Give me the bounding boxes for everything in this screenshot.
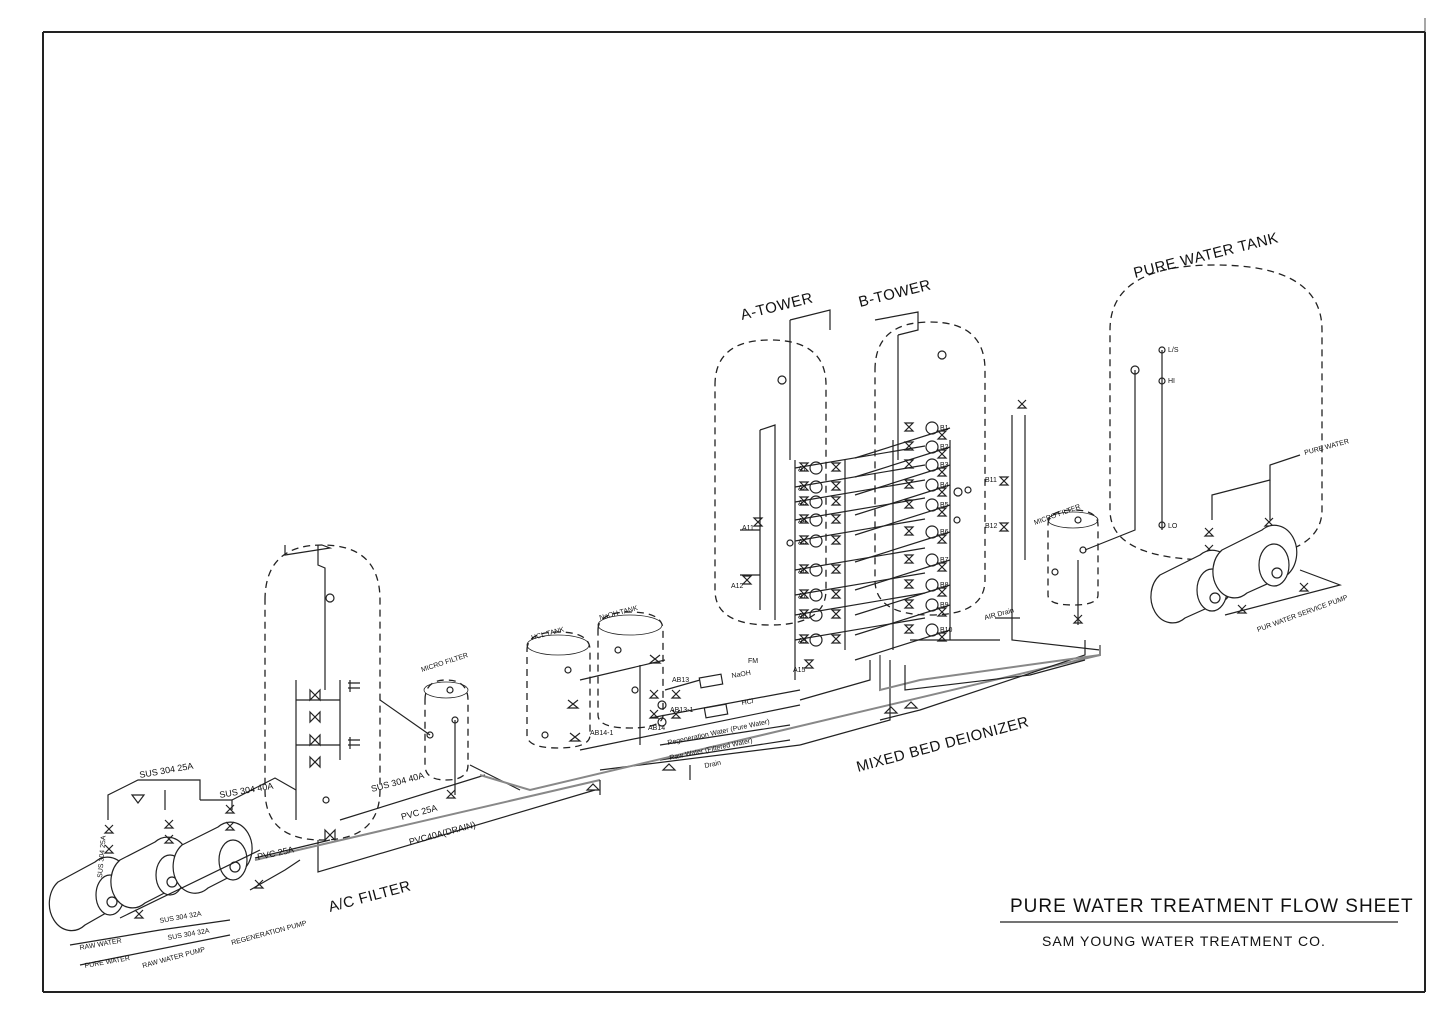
drain-label: Drain [704,760,722,770]
valve-tag-b2: B2 [940,444,949,451]
pvc-drain-label: PVC40A(DRAIN) [408,820,477,847]
sheet-title: PURE WATER TREATMENT FLOW SHEET [1010,896,1414,917]
pure-water-tank-label: PURE WATER TANK [1132,229,1280,281]
pure-water-tank [1109,264,1323,561]
valve-tag-ab13-1: AB13-1 [670,707,693,714]
hcl-tank [526,631,591,749]
tower-interconnect [741,421,1010,669]
a-tower-label: A-TOWER [739,289,815,323]
valve-tag-b4: B4 [940,482,949,489]
valve-tag-ab14: AB14 [648,725,665,732]
valve-tag-a15: A15 [793,667,806,674]
sus-25a-label: SUS 304 25A [139,761,194,780]
micro-filter-2-label: MICRO FILTER [1033,504,1081,527]
valve-tag-b5: B5 [940,502,949,509]
a-tower [714,309,846,680]
drawing-frame [42,18,1426,993]
naoh-tank [597,611,664,729]
naoh-pipe-label: NaOH [731,670,751,680]
pump-3 [172,821,253,894]
valve-tag-a4: A4 [798,518,807,525]
valve-tag-b10: B10 [940,627,953,634]
chemical-piping [579,659,801,771]
pvc-25a-1-label: PVC 25A [256,844,294,861]
hcl-tank-label: HCL TANK [531,626,566,642]
valve-tag-b12: B12 [985,523,998,530]
level-low-label: LO [1168,523,1178,530]
regen-water-label: Regeneration Water (Pure Water) [667,718,770,746]
valve-tag-a8: A8 [798,613,807,620]
valve-tag-a11: A11 [742,525,754,532]
company-name: SAM YOUNG WATER TREATMENT CO. [1042,933,1326,949]
micro-filter-1 [379,679,521,799]
pure-water-in-label: PURE WATER [84,955,130,970]
sus-25a-vertical-label: SUS 304 25A [97,835,108,878]
return-piping [879,639,1101,692]
b-tower [874,311,986,650]
air-drain-label: AIR Drain [984,607,1015,622]
main-headers [479,640,1101,795]
pure-water-out-label: PURE WATER [1304,438,1350,457]
valve-tag-b9: B9 [940,602,949,609]
valve-tag-a12: A12 [731,583,744,590]
valve-tag-b1: B1 [940,425,949,432]
valve-tag-a2: A2 [798,485,807,492]
valve-tag-b7: B7 [940,557,949,564]
valve-tags: A1A2A3A4A5A6A7A8A9B1B2B3B4B5B6B7B8B9B10A… [590,425,998,737]
flow-meter-label: FM [748,658,758,665]
ac-filter-vessel [264,544,381,841]
pump-1 [48,856,130,932]
level-high-label: HI [1168,378,1175,385]
ac-filter-valves [309,680,360,842]
valve-tag-b6: B6 [940,529,949,536]
valve-tag-ab14-1: AB14-1 [590,730,613,737]
sus-40a-2-label: SUS 304 40A [370,770,425,794]
raw-water-piping [69,774,601,966]
ac-filter-label: A/C FILTER [327,878,413,916]
service-pumps [1150,524,1342,624]
regeneration-pump-label: REGENERATION PUMP [231,920,308,947]
valve-tag-b11: B11 [985,477,997,484]
hcl-pipe-label: HCl [741,698,754,707]
valve-tag-a3: A3 [798,500,807,507]
service-pump-label: PUR WATER SERVICE PUMP [1256,594,1349,634]
valve-tag-a9: A9 [798,638,807,645]
b-tower-label: B-TOWER [857,276,933,310]
valve-tag-a7: A7 [798,593,807,600]
sus-32a-1-label: SUS 304 32A [159,911,202,925]
raw-water-pumps [48,804,265,932]
level-switch-label: L/S [1168,347,1179,354]
valve-tag-ab13: AB13 [672,677,689,684]
valve-tag-a6: A6 [798,568,807,575]
valve-tag-a1: A1 [798,466,807,473]
title-block: PURE WATER TREATMENT FLOW SHEET SAM YOUN… [1000,896,1414,949]
micro-filter-1-label: MICRO FILTER [420,652,469,674]
sus-40a-label: SUS 304 40A [219,781,274,800]
valve-tag-a5: A5 [798,539,807,546]
valve-tag-b8: B8 [940,582,949,589]
valve-tag-b3: B3 [940,462,949,469]
naoh-tank-label: NaOH TANK [599,605,639,622]
micro-filter-2 [995,370,1136,651]
raw-water-pump-label: RAW WATER PUMP [142,946,207,970]
